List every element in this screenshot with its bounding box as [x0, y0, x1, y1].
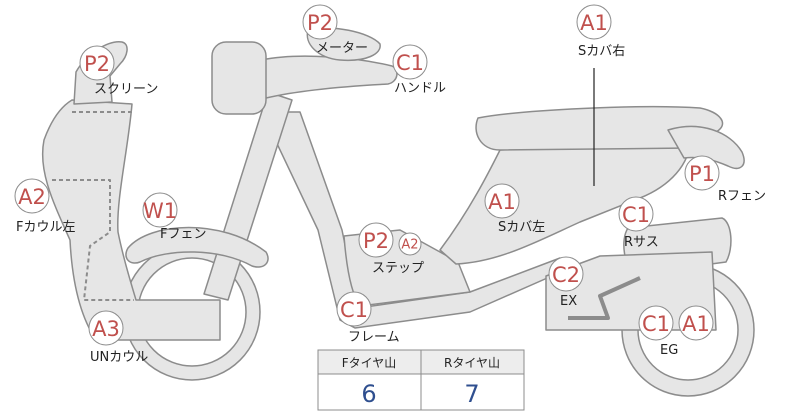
f-cowl-left-label: Fカウル左: [16, 220, 75, 235]
step-label: ステップ: [372, 261, 424, 276]
step-2-grade: A2: [401, 238, 418, 253]
s-cover-right-label: Sカバ右: [578, 44, 625, 59]
f-fender-grade-badge: W1: [142, 192, 178, 228]
s-cover-right-grade-badge: A1: [576, 4, 612, 40]
f-cowl-left-badge-circle: [14, 178, 50, 214]
frame-label: フレーム: [348, 330, 400, 345]
side-cover-left-shape: [439, 139, 691, 265]
exhaust-grade-badge: C2: [548, 256, 584, 292]
under-cowl-grade: A3: [92, 317, 120, 341]
exhaust-pipe: [568, 276, 641, 320]
engine-grade: C1: [642, 312, 670, 336]
s-cover-left-label: Sカバ左: [498, 220, 545, 235]
f-cowl-left-grade-badge: A2: [14, 178, 50, 214]
frame-badge-circle: [336, 291, 372, 327]
handle-grade-badge: C1: [392, 44, 428, 80]
handle-label: ハンドル: [394, 81, 446, 96]
exhaust-grade: C2: [552, 263, 580, 287]
r-suspension-grade: C1: [622, 203, 650, 227]
s-cover-left-badge-circle: [484, 183, 520, 219]
engine-2-grade-badge: A1: [678, 305, 714, 341]
s-cover-right-badge-circle: [576, 4, 612, 40]
rear-tire-header: Rタイヤ山: [444, 356, 500, 370]
r-fender-grade: P1: [689, 162, 715, 186]
handle-shape: [261, 55, 398, 99]
front-fork: [203, 91, 293, 301]
step-2-badge-circle: [398, 232, 422, 256]
headlight-shape: [211, 41, 267, 115]
meter-label: メーター: [316, 41, 368, 56]
s-cover-right-grade: A1: [580, 11, 608, 35]
engine-2-badge-circle: [678, 305, 714, 341]
f-cowl-left-grade: A2: [18, 185, 46, 209]
engine-shape: [545, 251, 717, 331]
scooter-illustration: [41, 27, 755, 397]
meter-grade: P2: [307, 11, 333, 35]
exhaust-badge-circle: [548, 256, 584, 292]
r-fender-label: Rフェン: [718, 189, 766, 204]
r-fender-grade-badge: P1: [684, 155, 720, 191]
r-suspension-badge-circle: [618, 196, 654, 232]
r-suspension-grade-badge: C1: [618, 196, 654, 232]
tire-tread-table: Fタイヤ山 Rタイヤ山 6 7: [317, 349, 525, 411]
front-tire-header: Fタイヤ山: [342, 356, 397, 370]
handle-grade: C1: [396, 51, 424, 75]
screen-grade-badge: P2: [79, 45, 115, 81]
frame-grade-badge: C1: [336, 291, 372, 327]
meter-badge-circle: [302, 4, 338, 40]
screen-label: スクリーン: [94, 82, 158, 97]
s-cover-left-grade: A1: [488, 190, 516, 214]
under-cowl-badge-circle: [88, 310, 124, 346]
screen-grade: P2: [84, 52, 110, 76]
engine-badge-circle: [638, 305, 674, 341]
step-grade-badge: P2: [358, 222, 394, 258]
rear-tire-value: 7: [464, 380, 479, 408]
s-cover-left-grade-badge: A1: [484, 183, 520, 219]
front-cowl-dashed: [52, 179, 134, 301]
step-badge-circle: [358, 222, 394, 258]
front-fender-shape: [125, 226, 269, 268]
handle-badge-circle: [392, 44, 428, 80]
f-fender-label: Fフェン: [160, 227, 206, 242]
engine-label: EG: [660, 343, 678, 358]
exhaust-label: EX: [560, 294, 577, 309]
under-cowl-grade-badge: A3: [88, 310, 124, 346]
seat-shape: [475, 105, 724, 151]
f-fender-badge-circle: [142, 192, 178, 228]
step-grade: P2: [363, 229, 389, 253]
frame-grade: C1: [340, 298, 368, 322]
engine-2-grade: A1: [682, 312, 710, 336]
r-fender-badge-circle: [684, 155, 720, 191]
f-fender-grade: W1: [143, 199, 177, 223]
engine-grade-badge: C1: [638, 305, 674, 341]
under-cowl-label: UNカウル: [90, 350, 148, 365]
r-suspension-label: Rサス: [624, 235, 659, 250]
step-2-grade-badge: A2: [398, 232, 422, 256]
front-tire-value: 6: [361, 380, 376, 408]
meter-grade-badge: P2: [302, 4, 338, 40]
screen-badge-circle: [79, 45, 115, 81]
